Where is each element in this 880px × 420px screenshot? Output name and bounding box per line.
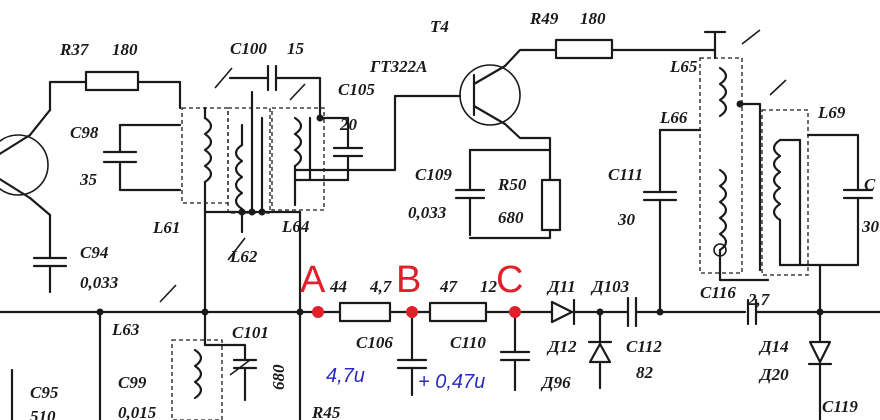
- cap-b-annotation: 4,7u: [326, 365, 365, 387]
- l65-trim-icon: [741, 29, 761, 45]
- r50-value: 680: [498, 208, 524, 227]
- l64-label: L64: [281, 217, 309, 236]
- resistor-a-value: 44: [329, 277, 347, 296]
- c99-value: 0,015: [118, 403, 157, 420]
- left-transistor: [0, 108, 52, 217]
- c119-label: C119: [822, 397, 858, 416]
- c98-value: 35: [79, 170, 98, 189]
- r50-label: R50: [497, 175, 527, 194]
- c100-label: C100: [230, 39, 267, 58]
- c105-label: C105: [338, 80, 375, 99]
- c94-label: C94: [80, 243, 108, 262]
- l69-label: L69: [817, 103, 846, 122]
- c116-value: 2,7: [747, 290, 771, 309]
- l66-coil: [718, 168, 728, 252]
- marker-a-label: A: [300, 259, 326, 301]
- d11-label: Д11: [546, 277, 576, 296]
- c101-label: C101: [232, 323, 269, 342]
- resistor-r50: [540, 178, 562, 232]
- c110-label: C110: [450, 333, 486, 352]
- resistor-b-value: 4,7: [369, 277, 393, 296]
- marker-b-dot: [406, 306, 418, 318]
- l65-shield: [699, 57, 743, 274]
- c109-label: C109: [415, 165, 452, 184]
- l69-shield: [761, 109, 809, 276]
- d103-label: Д103: [590, 277, 630, 296]
- c101-value: 680: [269, 364, 288, 390]
- c95-label: C95: [30, 383, 59, 402]
- diode-d11: [550, 300, 574, 324]
- c95-value: 510: [30, 407, 56, 420]
- diode-d12: [588, 342, 612, 364]
- c112-label: C112: [626, 337, 662, 356]
- r37-value: 180: [112, 40, 138, 59]
- resistor-r37: [84, 70, 140, 92]
- marker-b-label: B: [396, 259, 421, 301]
- c109-value: 0,033: [408, 203, 447, 222]
- l65-coil: [718, 66, 728, 118]
- c-right-label: C: [864, 175, 876, 194]
- l69-trim-icon: [769, 79, 787, 96]
- l66-label: L66: [659, 108, 688, 127]
- cap-c-annotation: + 0,47u: [418, 371, 485, 393]
- t4-label: T4: [430, 17, 449, 36]
- d12-label: Д12: [546, 337, 577, 356]
- resistor-a-b: [338, 301, 392, 323]
- marker-c-label: C: [496, 259, 523, 301]
- l64-coil: [293, 116, 303, 168]
- l61-label: L61: [152, 218, 180, 237]
- c94-value: 0,033: [80, 273, 119, 292]
- resistor-b-c: [428, 301, 488, 323]
- d96-label: Д96: [540, 373, 571, 392]
- c99-label: C99: [118, 373, 147, 392]
- c100-trim-icon: [214, 67, 233, 89]
- transistor-t4: [459, 64, 521, 126]
- c111-label: C111: [608, 165, 643, 184]
- diode-d14: [808, 340, 832, 364]
- c105-value: 20: [339, 115, 358, 134]
- l61-coil: [203, 116, 213, 184]
- l62-label: L62: [229, 247, 258, 266]
- c98-label: C98: [70, 123, 99, 142]
- c100-value: 15: [287, 39, 305, 58]
- c111-value: 30: [617, 210, 636, 229]
- c106-label: C106: [356, 333, 393, 352]
- l63-label: L63: [111, 320, 140, 339]
- c116-label: C116: [700, 283, 736, 302]
- c-right-value: 30: [861, 217, 880, 236]
- c112-value: 82: [636, 363, 654, 382]
- resistor-r49: [554, 38, 614, 60]
- d14-label: Д14: [758, 337, 789, 356]
- t4-model: ГТ322А: [369, 57, 428, 76]
- l64-trim-icon: [289, 83, 306, 101]
- l64-shield: [271, 107, 325, 211]
- r45-label: R45: [311, 403, 341, 420]
- r49-label: R49: [529, 9, 559, 28]
- marker-c-dot: [509, 306, 521, 318]
- l69-coil: [772, 138, 782, 222]
- l62-coil: [234, 143, 244, 211]
- d20-label: Д20: [758, 365, 789, 384]
- resistor-c1-value: 47: [439, 277, 459, 296]
- l63-coil: [193, 348, 203, 400]
- l65-label: L65: [669, 57, 698, 76]
- r49-value: 180: [580, 9, 606, 28]
- l62-shield: [227, 107, 271, 214]
- resistor-c2-value: 12: [480, 277, 498, 296]
- marker-a-dot: [312, 306, 324, 318]
- r37-label: R37: [59, 40, 90, 59]
